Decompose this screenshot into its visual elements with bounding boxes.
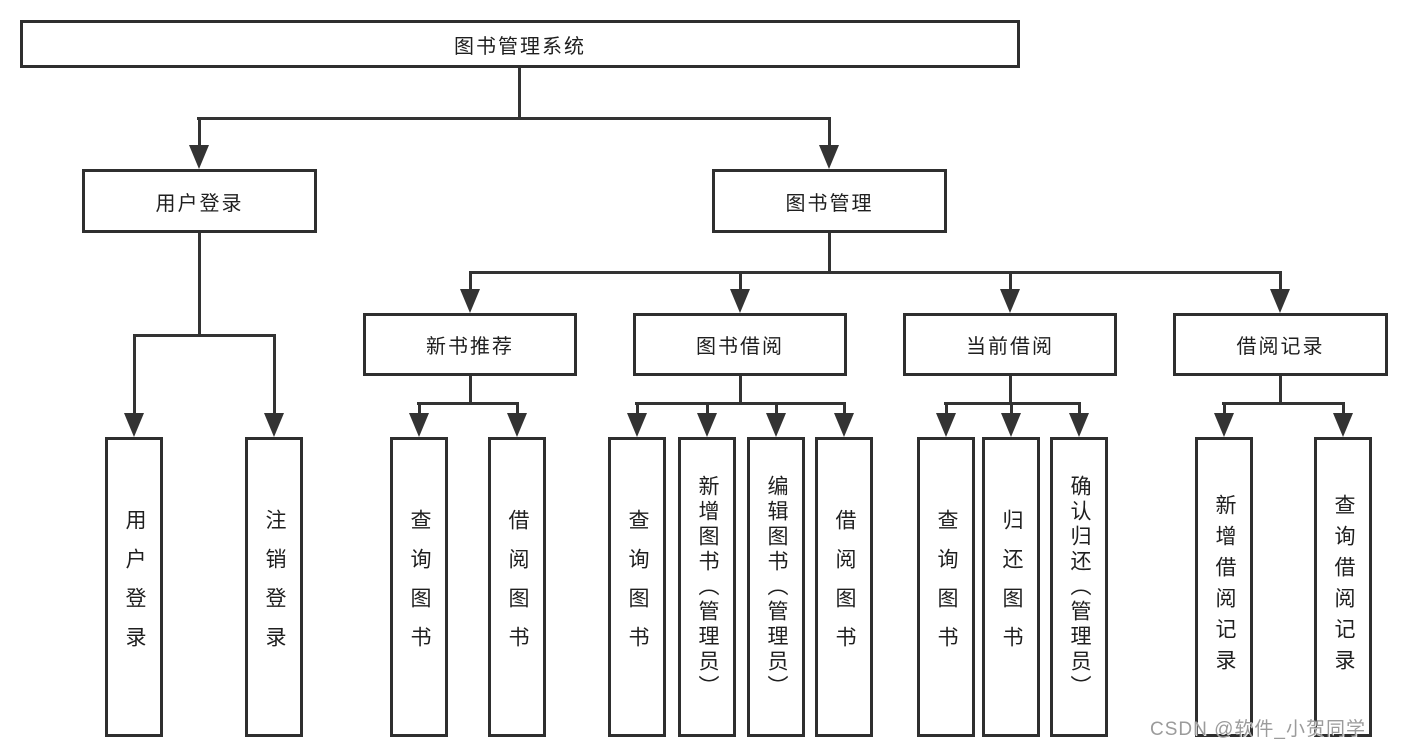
leaf-borrow-books: 借阅图书	[815, 437, 873, 737]
arrowhead-down	[409, 413, 429, 437]
connector-book-borrow-stem	[739, 376, 742, 404]
leaf-query-books: 查询图书	[608, 437, 666, 737]
arrowhead-down	[766, 413, 786, 437]
connector-drop-leaf	[1078, 402, 1081, 415]
node-root: 图书管理系统	[20, 20, 1020, 68]
connector-book-management-stem	[828, 233, 831, 273]
arrowhead-down	[697, 413, 717, 437]
connector-current-borrow-stem	[1009, 376, 1012, 404]
arrowhead-down	[1000, 289, 1020, 313]
leaf-query-books: 查询图书	[917, 437, 975, 737]
leaf-borrow-books: 借阅图书	[488, 437, 546, 737]
arrowhead-down	[1214, 413, 1234, 437]
connector-drop-current-borrow	[1009, 271, 1012, 291]
arrowhead-down	[124, 413, 144, 437]
connector-drop-book-borrow	[739, 271, 742, 291]
arrowhead-down	[819, 145, 839, 169]
connector-drop-leaf	[516, 402, 519, 415]
leaf-confirm-return-admin: 确认归还（管理员）	[1050, 437, 1108, 737]
connector-user-login-stem	[198, 233, 201, 336]
connector-drop-leaf-user-login	[133, 334, 136, 415]
arrowhead-down	[264, 413, 284, 437]
node-book-management: 图书管理	[712, 169, 947, 233]
connector-drop-leaf	[706, 402, 709, 415]
arrowhead-down	[936, 413, 956, 437]
connector-borrow-record-stem	[1279, 376, 1282, 404]
connector-drop-leaf	[1223, 402, 1226, 415]
connector-borrow-record-bus	[1222, 402, 1344, 405]
node-book-borrow: 图书借阅	[633, 313, 847, 376]
arrowhead-down	[507, 413, 527, 437]
connector-new-book-stem	[469, 376, 472, 404]
node-borrow-record: 借阅记录	[1173, 313, 1388, 376]
connector-root-bus	[197, 117, 831, 120]
connector-drop-leaf	[775, 402, 778, 415]
connector-drop-leaf	[636, 402, 639, 415]
connector-drop-book-management	[828, 117, 831, 147]
connector-drop-leaf	[1010, 402, 1013, 415]
node-user-login: 用户登录	[82, 169, 317, 233]
arrowhead-down	[627, 413, 647, 437]
arrowhead-down	[1069, 413, 1089, 437]
connector-drop-user-login	[198, 117, 201, 147]
connector-drop-leaf	[945, 402, 948, 415]
connector-drop-leaf	[1342, 402, 1345, 415]
leaf-edit-books-admin: 编辑图书（管理员）	[747, 437, 805, 737]
arrowhead-down	[189, 145, 209, 169]
connector-drop-new-book	[469, 271, 472, 291]
leaf-query-books: 查询图书	[390, 437, 448, 737]
connector-drop-leaf	[418, 402, 421, 415]
arrowhead-down	[834, 413, 854, 437]
node-new-book-recommend: 新书推荐	[363, 313, 577, 376]
leaf-query-borrow-record: 查询借阅记录	[1314, 437, 1372, 737]
watermark: CSDN @软件_小贺同学	[1150, 719, 1366, 740]
leaf-logout: 注销登录	[245, 437, 303, 737]
leaf-add-books-admin: 新增图书（管理员）	[678, 437, 736, 737]
leaf-return-books: 归还图书	[982, 437, 1040, 737]
connector-book-borrow-bus	[635, 402, 845, 405]
connector-drop-leaf-logout	[273, 334, 276, 415]
arrowhead-down	[460, 289, 480, 313]
connector-book-management-bus	[469, 271, 1281, 274]
connector-drop-borrow-record	[1279, 271, 1282, 291]
connector-drop-leaf	[843, 402, 846, 415]
connector-user-login-bus	[133, 334, 276, 337]
arrowhead-down	[730, 289, 750, 313]
arrowhead-down	[1270, 289, 1290, 313]
connector-new-book-bus	[417, 402, 518, 405]
arrowhead-down	[1001, 413, 1021, 437]
arrowhead-down	[1333, 413, 1353, 437]
leaf-user-login: 用户登录	[105, 437, 163, 737]
connector-root-stem	[518, 68, 521, 119]
leaf-add-borrow-record: 新增借阅记录	[1195, 437, 1253, 737]
node-current-borrow: 当前借阅	[903, 313, 1117, 376]
